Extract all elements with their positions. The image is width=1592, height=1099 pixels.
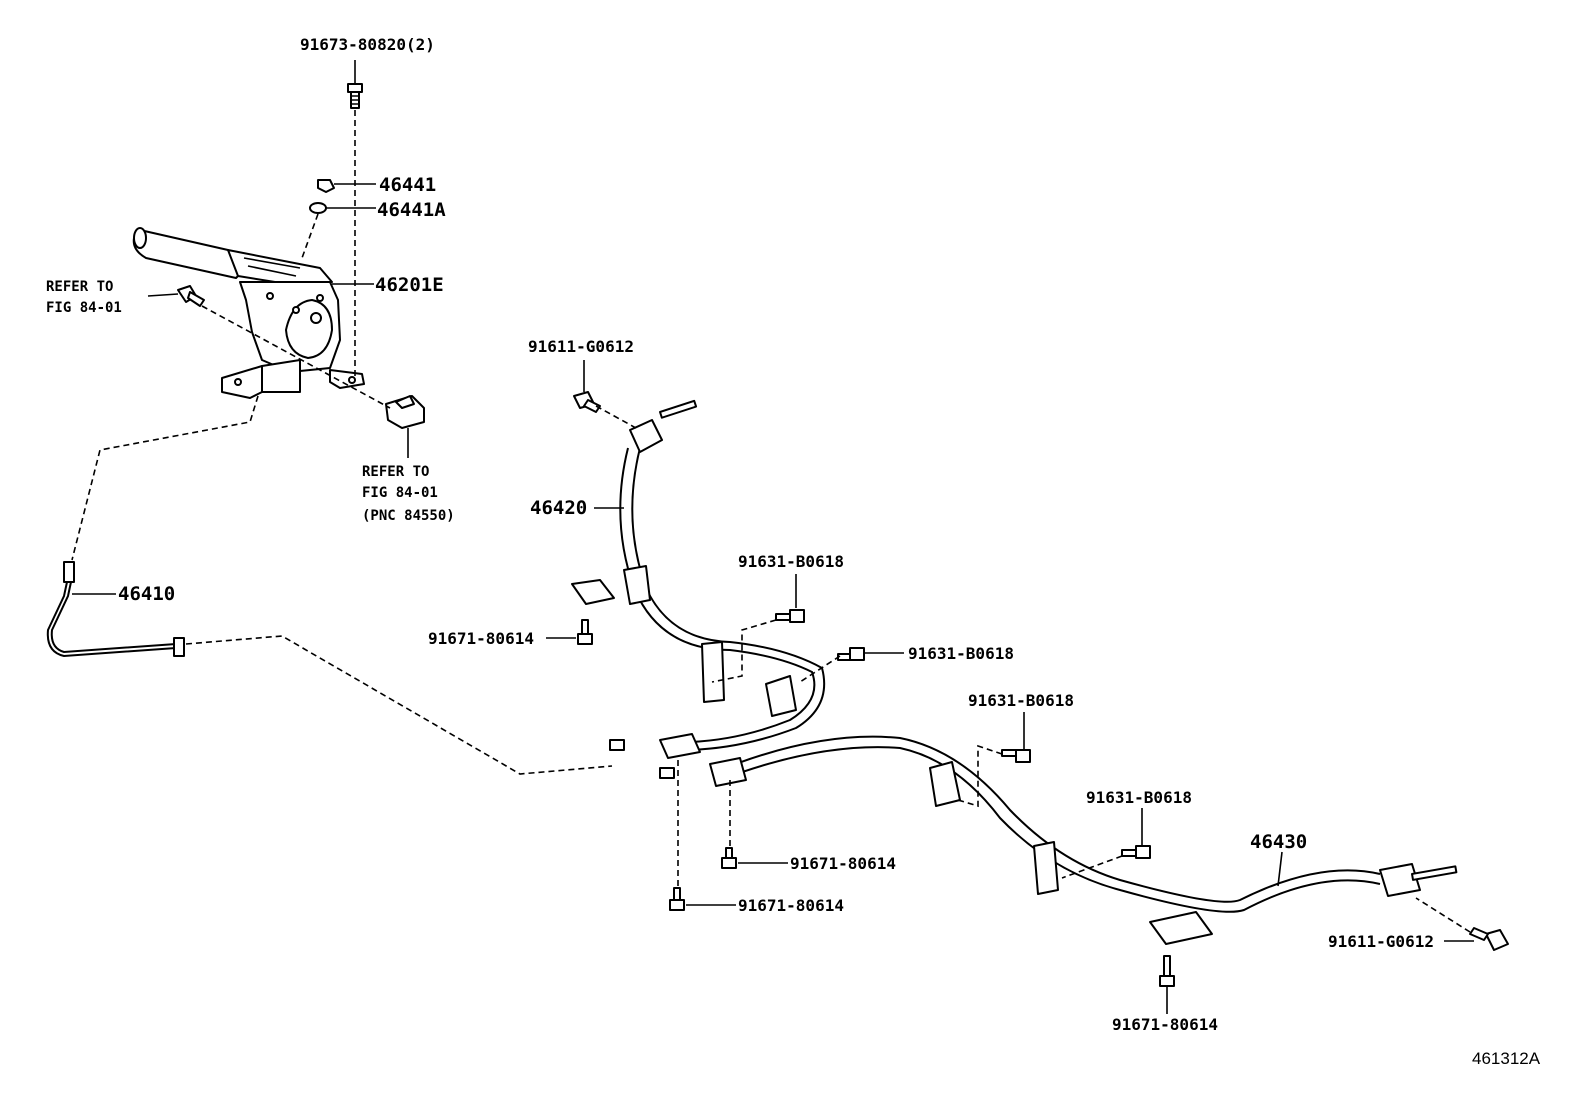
label-46441: 46441 xyxy=(379,174,436,196)
rear-cable-46420 xyxy=(571,399,826,759)
label-bolt-91671-c: 91671-80614 xyxy=(738,896,844,915)
washer-46441a-icon xyxy=(309,202,327,214)
label-46420: 46420 xyxy=(530,497,587,519)
label-bolt-91631-d: 91631-B0618 xyxy=(1086,788,1192,807)
label-bolt-91671-b: 91671-80614 xyxy=(790,854,896,873)
label-refer-switch-2: FIG 84-01 xyxy=(362,485,438,501)
front-cable-46410 xyxy=(46,561,185,658)
label-46430: 46430 xyxy=(1250,831,1307,853)
leader-lines xyxy=(72,60,1474,1014)
bolt-91611-right-icon xyxy=(1469,927,1509,951)
bolt-91631-a-icon xyxy=(775,609,805,623)
label-bolt-91631-c: 91631-B0618 xyxy=(968,691,1074,710)
assembly-dash-lines xyxy=(71,110,1471,933)
rear-cable-46430 xyxy=(659,735,1458,945)
bolt-91671-c-icon xyxy=(669,887,685,911)
bolt-91631-b-icon xyxy=(837,647,865,661)
brake-switch-icon xyxy=(385,395,425,429)
label-bolt-91673: 91673-80820(2) xyxy=(300,35,435,54)
label-bolt-91631-a: 91631-B0618 xyxy=(738,552,844,571)
label-bolt-91671-a: 91671-80614 xyxy=(428,629,534,648)
bolt-refer-left-icon xyxy=(177,285,205,307)
bolt-91671-b-icon xyxy=(721,847,737,869)
clip-46441-icon xyxy=(317,179,335,193)
label-bolt-91671-d: 91671-80614 xyxy=(1112,1015,1218,1034)
label-bolt-91611-right: 91611-G0612 xyxy=(1328,932,1434,951)
parking-brake-lever-assembly xyxy=(132,83,425,429)
bolt-91671-d-icon xyxy=(1159,955,1175,987)
label-refer-left-2: FIG 84-01 xyxy=(46,300,122,316)
label-bolt-91611-top: 91611-G0612 xyxy=(528,337,634,356)
label-refer-switch-1: REFER TO xyxy=(362,464,429,480)
label-refer-switch-3: (PNC 84550) xyxy=(362,508,455,524)
label-refer-left-1: REFER TO xyxy=(46,279,113,295)
bolt-91673-icon xyxy=(347,83,363,109)
bolt-91631-c-icon xyxy=(1001,749,1031,763)
bolt-91631-d-icon xyxy=(1121,845,1151,859)
bolt-91671-a-icon xyxy=(577,619,593,645)
label-46201e: 46201E xyxy=(375,274,444,296)
label-bolt-91631-b: 91631-B0618 xyxy=(908,644,1014,663)
label-46441a: 46441A xyxy=(377,199,446,221)
bolt-91611-top-icon xyxy=(573,391,601,413)
label-46410: 46410 xyxy=(118,583,175,605)
figure-id: 461312A xyxy=(1472,1049,1541,1068)
